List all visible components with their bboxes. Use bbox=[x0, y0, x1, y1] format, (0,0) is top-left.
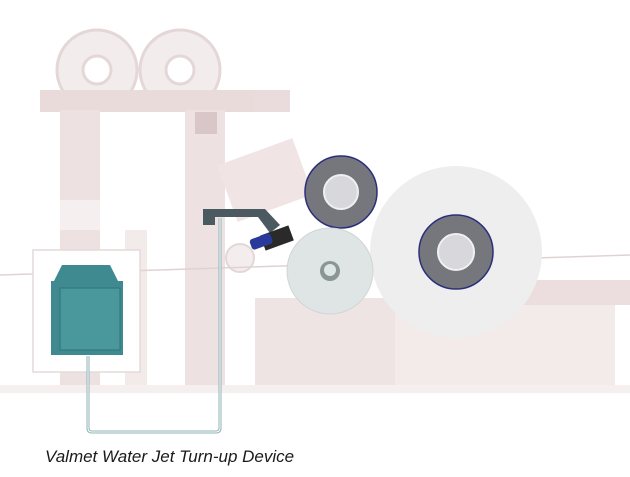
jet-bracket bbox=[203, 209, 280, 233]
reel-spool bbox=[304, 155, 378, 229]
control-unit-icon bbox=[51, 265, 123, 355]
water-jet-nozzle-icon bbox=[249, 225, 294, 251]
diagram-caption: Valmet Water Jet Turn-up Device bbox=[45, 447, 295, 466]
parent-reel bbox=[370, 166, 542, 338]
reel-drum bbox=[286, 227, 374, 315]
